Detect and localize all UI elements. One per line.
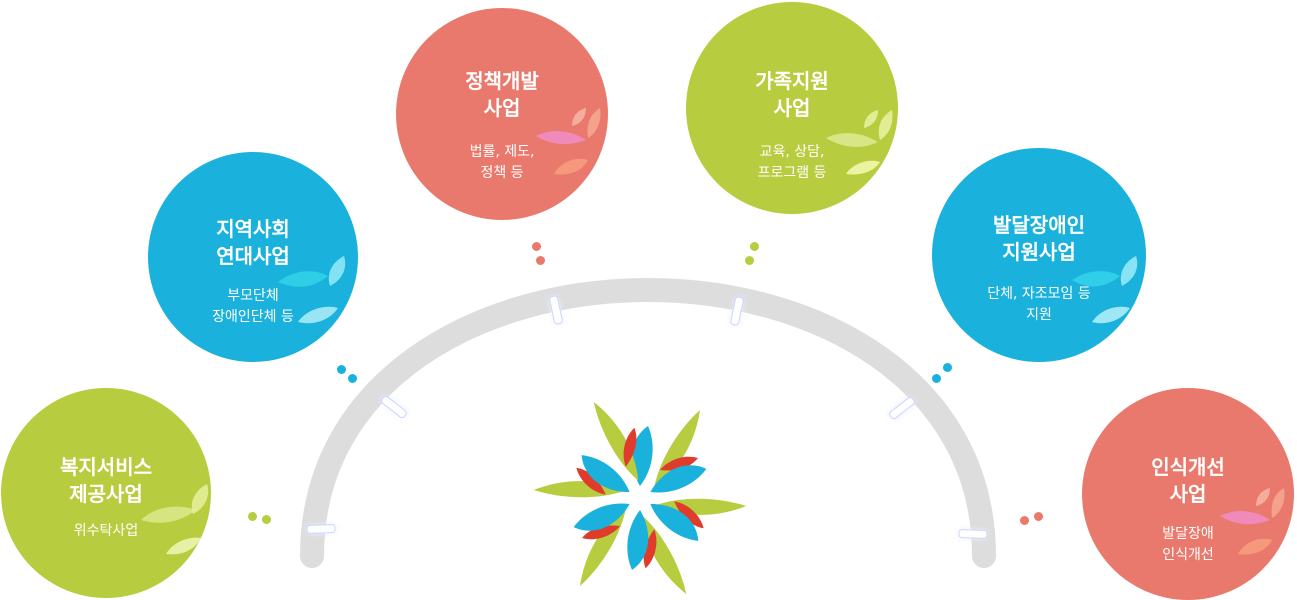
leaf-decoration-icon [826, 110, 893, 175]
leaf-decoration-icon [536, 108, 601, 175]
arc-marker-3 [549, 295, 563, 325]
arc-marker-5 [889, 396, 915, 420]
circle-desc: 위수탁사업 [73, 523, 139, 539]
arc-path [300, 277, 996, 568]
circle-desc: 법률, 제도,정책 등 [469, 144, 535, 181]
leaf-decoration-icon [278, 256, 346, 324]
arc-marker-6 [958, 529, 988, 539]
connector-dots-6 [1020, 512, 1048, 526]
leaf-decoration-icon [1220, 488, 1285, 555]
arc-markers [306, 295, 988, 539]
leaf-decoration-icon [1072, 256, 1138, 324]
connector-dots-4 [743, 242, 759, 268]
circle-desc: 교육, 상담,프로그램 등 [757, 144, 827, 181]
connector-dots-5 [932, 363, 956, 385]
leaf-decoration-icon [141, 484, 209, 555]
connector-dots-2 [337, 365, 361, 385]
connector-dots-3 [532, 242, 548, 268]
connector-dots-1 [248, 512, 278, 526]
arc-marker-1 [306, 524, 336, 534]
arc-marker-2 [381, 395, 407, 419]
flower-logo-icon [533, 402, 747, 594]
arc-marker-4 [730, 296, 744, 326]
